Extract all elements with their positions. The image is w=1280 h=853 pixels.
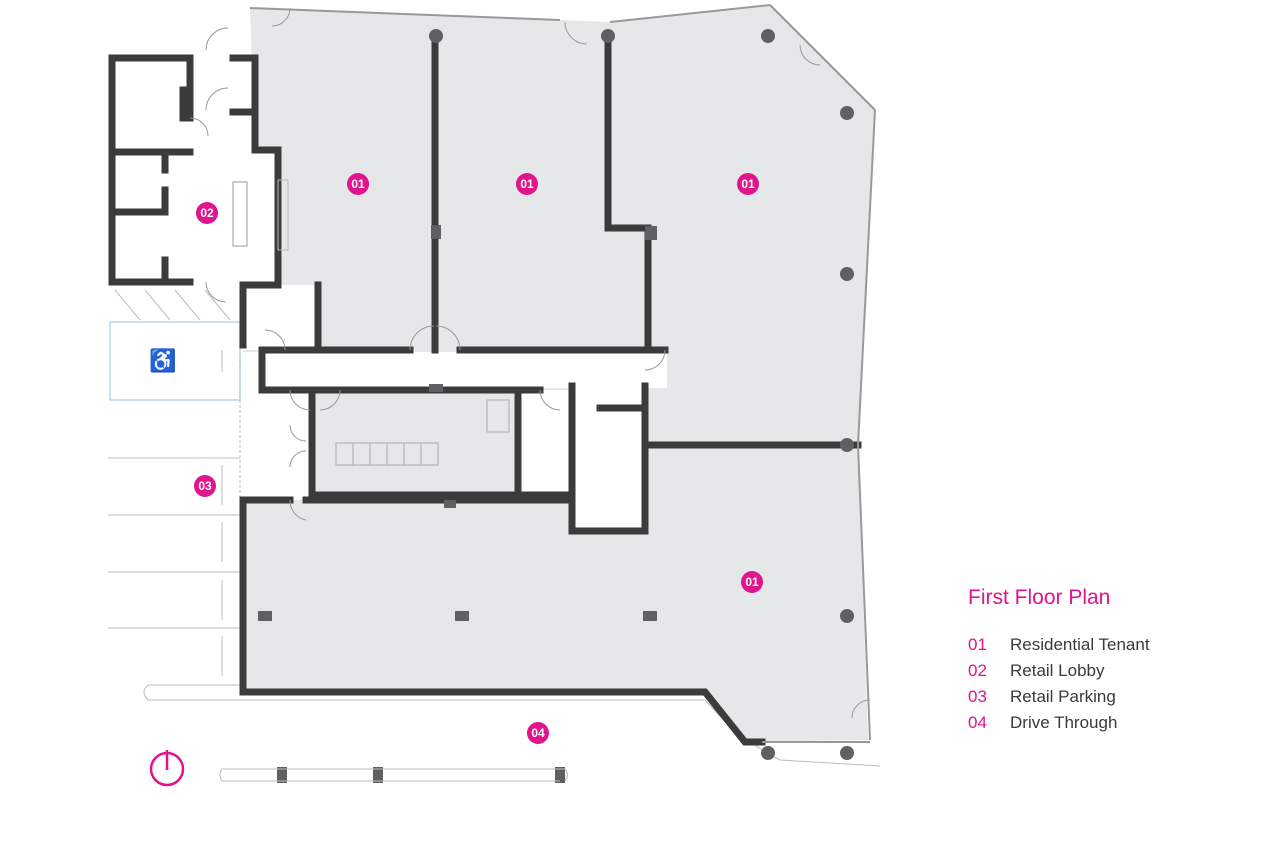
badge-label: 01 [745, 575, 759, 589]
badge-04: 04 [527, 722, 549, 744]
small-room [243, 285, 318, 350]
badge-03: 03 [194, 475, 216, 497]
legend-item: 01 Residential Tenant [968, 632, 1150, 658]
badge-label: 03 [198, 479, 212, 493]
legend-number: 02 [968, 661, 987, 680]
badge-label: 01 [741, 177, 755, 191]
badge-01-b: 01 [516, 173, 538, 195]
legend-label: Drive Through [1010, 713, 1118, 732]
badge-label: 01 [351, 177, 365, 191]
badge-01-c: 01 [737, 173, 759, 195]
accessible-parking-icon: ♿ [149, 348, 176, 373]
back-room [518, 390, 572, 495]
legend: First Floor Plan 01 Residential Tenant 02… [968, 586, 1150, 736]
columns [219, 29, 854, 783]
legend-item: 03 Retail Parking [968, 684, 1150, 710]
storage-lockers [335, 399, 510, 466]
legend-label: Retail Parking [1010, 687, 1116, 706]
badge-label: 01 [520, 177, 534, 191]
walls [108, 4, 876, 746]
badge-01-d: 01 [741, 571, 763, 593]
vestibule [243, 352, 313, 500]
legend-item: 02 Retail Lobby [968, 658, 1150, 684]
corridor [262, 352, 667, 388]
badge-01-a: 01 [347, 173, 369, 195]
parking-area [108, 289, 881, 767]
legend-label: Residential Tenant [1010, 635, 1150, 654]
badge-label: 02 [200, 206, 214, 220]
plan-title: First Floor Plan [968, 586, 1111, 609]
legend-number: 03 [968, 687, 987, 706]
legend-number: 01 [968, 635, 987, 654]
badge-02: 02 [196, 202, 218, 224]
badge-label: 04 [531, 726, 545, 740]
legend-label: Retail Lobby [1010, 661, 1105, 680]
north-arrow-icon [149, 750, 185, 787]
doors [189, 7, 871, 719]
legend-number: 04 [968, 713, 987, 732]
legend-item: 04 Drive Through [968, 710, 1150, 736]
